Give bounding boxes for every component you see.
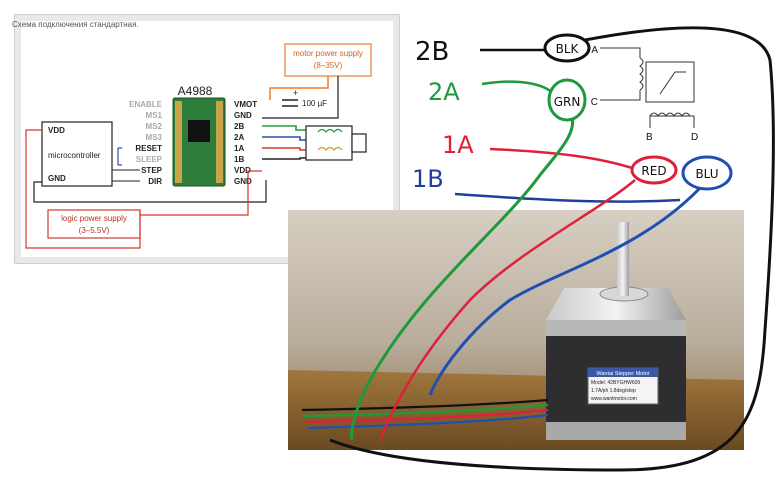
pin-ms1: MS1 xyxy=(146,111,163,120)
handwritten-label-1a: 1A xyxy=(442,131,474,159)
pin-2b: 2B xyxy=(234,122,244,131)
motor-supply-line2: (8–35V) xyxy=(314,61,343,70)
pin-vdd: VDD xyxy=(234,166,251,175)
a4988-chip xyxy=(188,120,210,142)
stroke-1b xyxy=(454,192,681,203)
chip-title: A4988 xyxy=(178,84,213,98)
schematic-motor-wires xyxy=(262,125,310,160)
pin-2a: 2A xyxy=(234,133,244,142)
pin-1b: 1B xyxy=(234,155,244,164)
gnd-wire xyxy=(262,76,339,119)
motor-label-line4: www.wantmotor.com xyxy=(591,396,637,402)
handwritten-label-2a: 2A xyxy=(428,78,460,106)
coil-terminal-c: C xyxy=(591,97,598,108)
blu-tag-label: BLU xyxy=(695,167,718,181)
handwritten-label-1b: 1B xyxy=(412,165,444,193)
pin-ms3: MS3 xyxy=(146,133,163,142)
mcu-gnd-label: GND xyxy=(48,174,66,183)
schematic-coil-a xyxy=(317,128,343,133)
schematic-motor-shaft xyxy=(351,133,367,153)
reset-sleep-link xyxy=(117,147,122,166)
pin-step: STEP xyxy=(141,166,163,175)
green-wire-route xyxy=(350,111,575,441)
capacitor-label: 100 µF xyxy=(302,99,327,108)
motor-bottom-cap xyxy=(546,422,686,440)
logic-supply-line2: (3–5.5V) xyxy=(79,226,110,235)
logic-gnd-wire xyxy=(33,180,267,203)
left-pin-labels: ENABLE MS1 MS2 MS3 RESET SLEEP STEP DIR xyxy=(129,100,163,186)
coil-terminal-a: A xyxy=(591,45,598,56)
red-tag-label: RED xyxy=(641,164,666,178)
motor-supply-line1: motor power supply xyxy=(293,49,363,58)
photo-motor-wires xyxy=(301,398,549,430)
pin-reset: RESET xyxy=(135,144,162,153)
motor-label-line3: 1.7A/ph 1.8deg/step xyxy=(591,388,636,394)
mcu-vdd-label: VDD xyxy=(48,126,65,135)
blk-tag xyxy=(543,33,591,63)
red-wire-route xyxy=(378,179,636,441)
pin-dir: DIR xyxy=(148,177,162,186)
header-pins-right xyxy=(216,101,223,183)
mcu-label: microcontroller xyxy=(48,151,101,160)
red-tag xyxy=(630,155,678,185)
motor-label-line2: Model: 42BYGHW609 xyxy=(591,380,640,386)
motor-top-plate xyxy=(546,288,686,320)
schematic-motor-body xyxy=(305,125,353,161)
pin-gnd-logic: GND xyxy=(234,177,252,186)
schematic-caption: Схема подключения стандартная. xyxy=(12,20,139,29)
pin-gnd-motor: GND xyxy=(234,111,252,120)
motor-label-header xyxy=(588,368,658,377)
blk-tag-label: BLK xyxy=(556,42,580,56)
stepper-motor-photo: Wantai Stepper Motor Model: 42BYGHW609 1… xyxy=(288,210,744,450)
microcontroller-box xyxy=(41,121,113,187)
grn-tag-label: GRN xyxy=(554,95,581,109)
motor-label-line1: Wantai Stepper Motor xyxy=(596,371,649,377)
right-pin-labels: VMOT GND 2B 2A 1A 1B VDD GND xyxy=(234,100,257,186)
stroke-2a xyxy=(481,80,556,96)
pin-vmot: VMOT xyxy=(234,100,257,109)
photo-svg: Wantai Stepper Motor Model: 42BYGHW609 1… xyxy=(288,210,744,450)
black-wire-route xyxy=(329,26,775,472)
pin-sleep: SLEEP xyxy=(136,155,163,164)
stroke-1a xyxy=(489,147,633,170)
blue-wire-route xyxy=(428,186,702,396)
motor-coil-diagram xyxy=(600,47,695,128)
vmot-wire xyxy=(269,76,329,100)
grn-tag xyxy=(547,78,587,122)
capacitor-plus: + xyxy=(293,88,298,98)
coil-terminal-d: D xyxy=(691,132,698,143)
pin-ms2: MS2 xyxy=(146,122,163,131)
motor-power-supply-box xyxy=(284,43,372,77)
motor-shaft xyxy=(617,222,629,296)
handwritten-label-2b: 2B xyxy=(415,37,449,67)
pin-enable: ENABLE xyxy=(129,100,163,109)
schematic-coil-b xyxy=(317,146,343,151)
logic-power-supply-box xyxy=(47,209,141,239)
logic-vdd-wire xyxy=(25,129,141,249)
logic-supply-line1: logic power supply xyxy=(61,214,127,223)
pin-1a: 1A xyxy=(234,144,244,153)
blu-tag xyxy=(681,155,733,191)
logic-vdd-chip-wire xyxy=(140,170,262,216)
header-pins-left xyxy=(175,101,182,183)
motor-top-cap xyxy=(546,320,686,336)
coil-terminal-b: B xyxy=(646,132,653,143)
